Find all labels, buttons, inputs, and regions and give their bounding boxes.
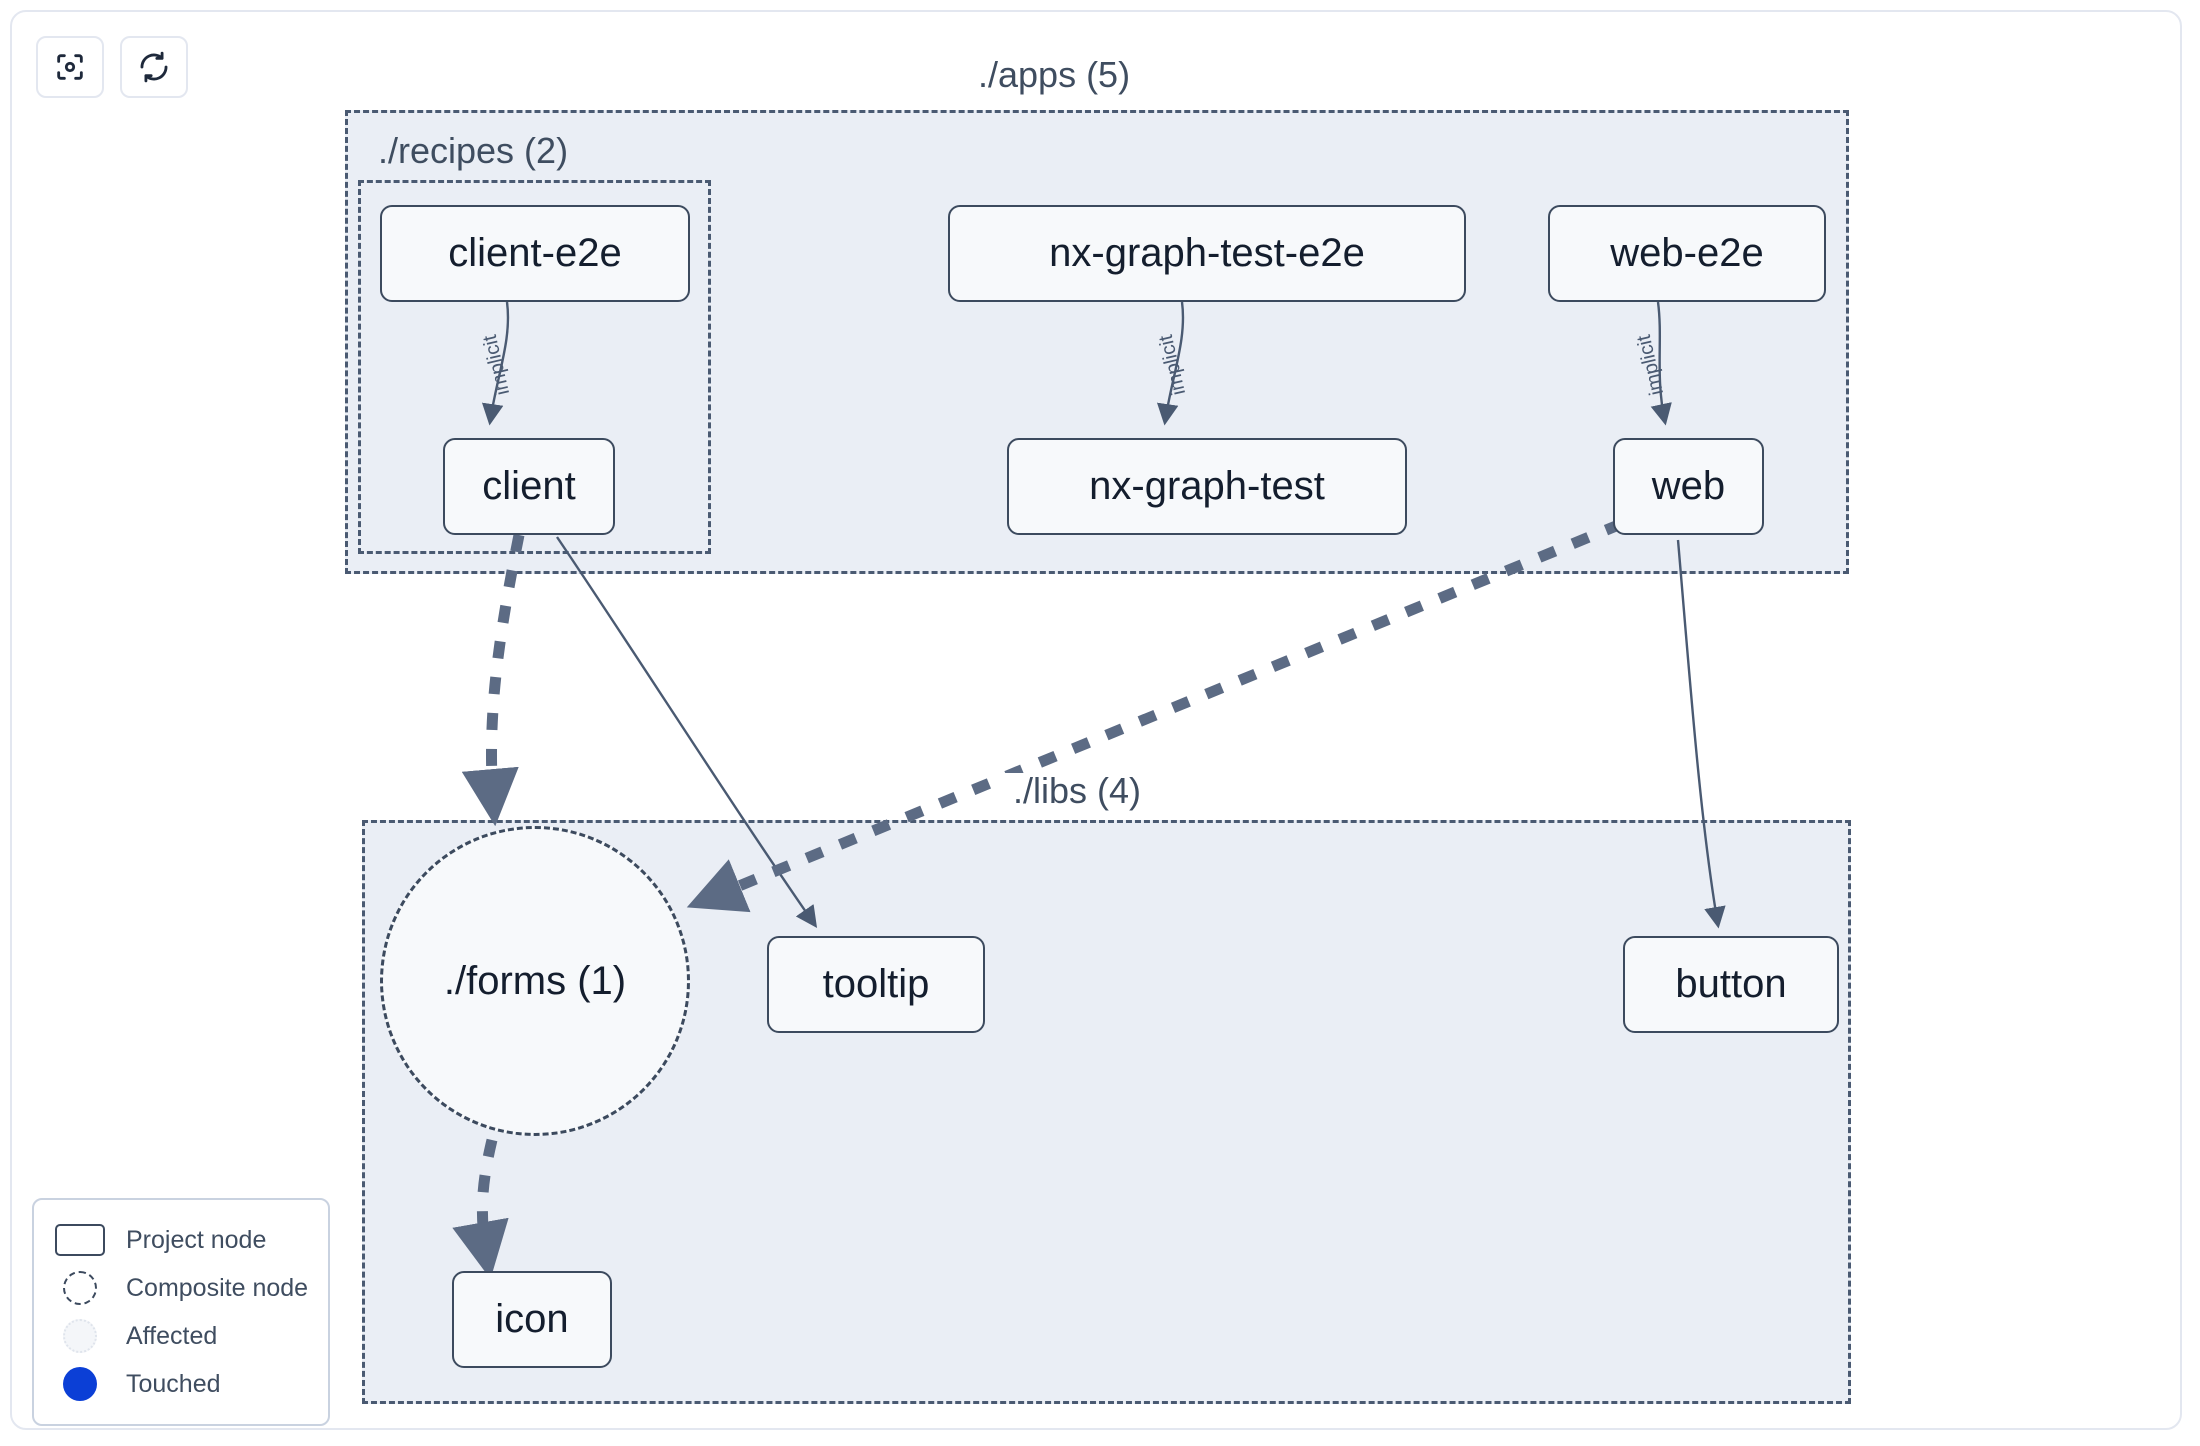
focus-target-icon [53, 50, 87, 84]
edge-client-to-forms [461, 533, 525, 827]
legend-item-affected: Affected [52, 1312, 310, 1360]
legend-item-composite-node: Composite node [52, 1264, 310, 1312]
focus-graph-button[interactable] [36, 36, 104, 98]
legend-label-project-node: Project node [126, 1225, 267, 1254]
node-client[interactable]: client [443, 438, 615, 535]
project-node-swatch [52, 1224, 108, 1256]
legend-label-touched: Touched [126, 1369, 221, 1398]
node-web[interactable]: web [1613, 438, 1764, 535]
node-button[interactable]: button [1623, 936, 1839, 1033]
node-client-e2e-label: client-e2e [448, 231, 622, 275]
node-forms-composite[interactable]: ./forms (1) [380, 826, 690, 1136]
legend-item-project-node: Project node [52, 1216, 310, 1264]
node-button-label: button [1675, 962, 1787, 1006]
node-client-e2e[interactable]: client-e2e [380, 205, 690, 302]
node-nx-graph-test-e2e[interactable]: nx-graph-test-e2e [948, 205, 1466, 302]
node-nx-graph-test-label: nx-graph-test [1089, 464, 1325, 508]
node-web-label: web [1651, 464, 1726, 508]
refresh-icon [137, 50, 171, 84]
touched-swatch [52, 1367, 108, 1401]
node-tooltip[interactable]: tooltip [767, 936, 985, 1033]
refresh-graph-button[interactable] [120, 36, 188, 98]
group-libs-label: ./libs (4) [1003, 773, 1152, 809]
graph-legend: Project node Composite node Affected Tou… [32, 1198, 330, 1426]
node-icon-label: icon [495, 1297, 569, 1341]
group-recipes-label: ./recipes (2) [378, 130, 569, 171]
node-nx-graph-test-e2e-label: nx-graph-test-e2e [1049, 231, 1365, 275]
legend-label-composite-node: Composite node [126, 1273, 309, 1302]
node-web-e2e-label: web-e2e [1610, 231, 1764, 275]
node-web-e2e[interactable]: web-e2e [1548, 205, 1826, 302]
group-apps-label: ./apps (5) [968, 57, 1141, 93]
node-client-label: client [482, 464, 576, 508]
node-tooltip-label: tooltip [822, 962, 930, 1006]
graph-toolbar [36, 36, 188, 98]
legend-label-affected: Affected [126, 1321, 218, 1350]
affected-swatch [52, 1319, 108, 1353]
legend-item-touched: Touched [52, 1360, 310, 1408]
node-forms-label: ./forms (1) [443, 958, 627, 1003]
composite-node-swatch [52, 1271, 108, 1305]
node-icon[interactable]: icon [452, 1271, 612, 1368]
node-nx-graph-test[interactable]: nx-graph-test [1007, 438, 1407, 535]
